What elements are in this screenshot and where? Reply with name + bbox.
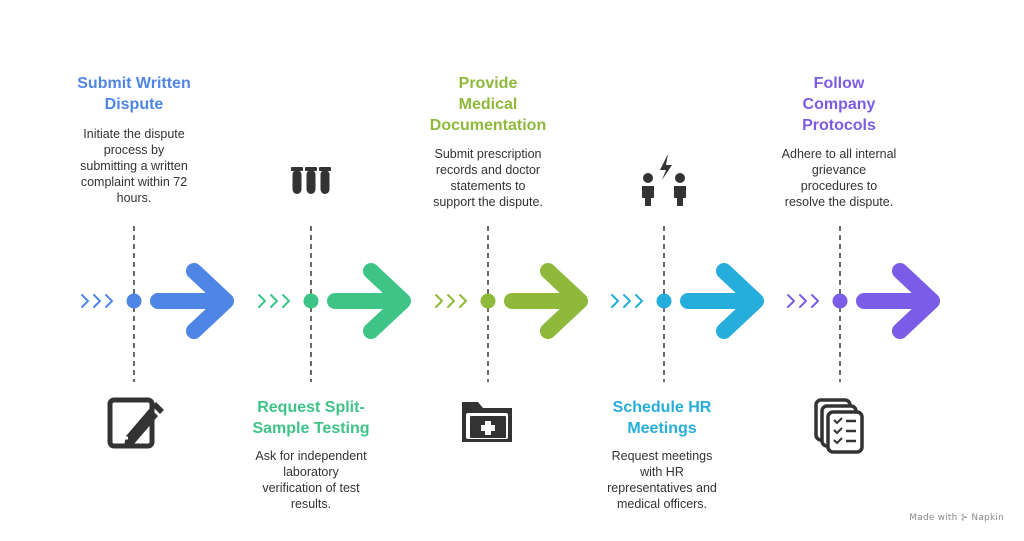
step-1-chevron xyxy=(81,294,89,308)
checklist-stack-icon xyxy=(814,398,864,454)
step-4-description: Request meetings with HR representatives… xyxy=(607,449,717,511)
step-1-node-dot xyxy=(126,293,142,309)
step-4-title: Schedule HR Meetings xyxy=(612,399,712,437)
step-3-title: Provide Medical Documentation xyxy=(429,75,547,134)
step-5-chevron xyxy=(811,294,819,308)
medical-folder-icon xyxy=(462,402,512,442)
step-3-graphic xyxy=(435,226,588,442)
step-2-description: Ask for independent laboratory verificat… xyxy=(255,449,367,511)
step-5-node-dot xyxy=(832,293,848,309)
step-5-arrow xyxy=(856,263,940,339)
step-2-chevron xyxy=(282,294,290,308)
step-4-chevron xyxy=(635,294,643,308)
step-5-description: Adhere to all internal grievance procedu… xyxy=(781,147,897,209)
step-3-chevron xyxy=(459,294,467,308)
step-2-text: Request Split- Sample Testing Ask for in… xyxy=(231,397,391,512)
step-2-title: Request Split- Sample Testing xyxy=(252,399,370,437)
step-3-chevron xyxy=(447,294,455,308)
step-4-chevron xyxy=(623,294,631,308)
step-5-title: Follow Company Protocols xyxy=(802,75,876,134)
step-1-description: Initiate the dispute process by submitti… xyxy=(80,127,188,205)
step-2-arrow xyxy=(327,263,411,339)
step-2-node-dot xyxy=(303,293,319,309)
step-5-text: Follow Company Protocols Adhere to all i… xyxy=(759,73,919,210)
step-1-chevron xyxy=(93,294,101,308)
step-5-chevron xyxy=(799,294,807,308)
step-3-node-dot xyxy=(480,293,496,309)
step-1-text: Submit Written Dispute Initiate the disp… xyxy=(54,73,214,206)
step-1-chevron xyxy=(105,294,113,308)
step-4-arrow xyxy=(680,263,764,339)
step-5-chevron xyxy=(787,294,795,308)
step-1-title: Submit Written Dispute xyxy=(77,75,191,113)
step-3-chevron xyxy=(435,294,443,308)
step-1-graphic xyxy=(81,226,234,449)
step-4-chevron xyxy=(611,294,619,308)
step-3-text: Provide Medical Documentation Submit pre… xyxy=(408,73,568,210)
test-tubes-icon xyxy=(291,167,331,194)
step-5-graphic xyxy=(787,226,940,454)
people-conflict-icon xyxy=(642,154,686,206)
step-4-node-dot xyxy=(656,293,672,309)
napkin-watermark: Made with ⊱ Napkin xyxy=(909,513,1004,523)
step-4-text: Schedule HR Meetings Request meetings wi… xyxy=(582,397,742,512)
step-2-chevron xyxy=(270,294,278,308)
edit-document-icon xyxy=(107,397,164,449)
step-4-graphic xyxy=(611,154,764,382)
step-1-arrow xyxy=(150,263,234,339)
step-2-graphic xyxy=(258,167,411,382)
step-3-description: Submit prescription records and doctor s… xyxy=(433,147,543,209)
step-2-chevron xyxy=(258,294,266,308)
step-3-arrow xyxy=(504,263,588,339)
